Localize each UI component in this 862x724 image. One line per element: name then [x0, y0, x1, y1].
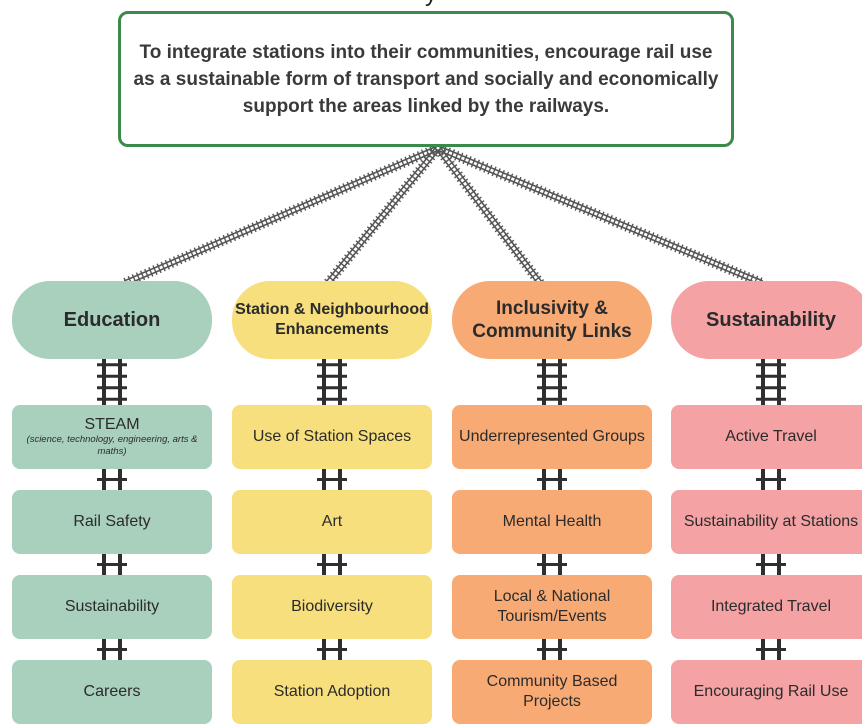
track-segment-0-0 [97, 359, 127, 405]
inclusivity-item-tourism-events: Local & National Tourism/Events [452, 575, 652, 639]
mission-statement-text: To integrate stations into their communi… [133, 41, 719, 117]
track-segment-0-3 [97, 639, 127, 660]
education-item-sustainability: Sustainability [12, 575, 212, 639]
station-item-adoption: Station Adoption [232, 660, 432, 724]
track-segment-0-2 [97, 554, 127, 575]
track-segment-2-2 [537, 554, 567, 575]
mission-statement-box: To integrate stations into their communi… [118, 11, 734, 147]
pillar-inclusivity-header: Inclusivity & Community Links [452, 281, 652, 359]
inclusivity-item-underrepresented-groups: Underrepresented Groups [452, 405, 652, 469]
sustainability-item-encouraging-rail-use: Encouraging Rail Use [671, 660, 862, 724]
education-item-careers: Careers [12, 660, 212, 724]
track-to-sustainability [436, 143, 764, 288]
track-segment-3-2 [756, 554, 786, 575]
pillar-sustainability-header: Sustainability [671, 281, 862, 359]
sustainability-item-at-stations: Sustainability at Stations [671, 490, 862, 554]
station-item-biodiversity: Biodiversity [232, 575, 432, 639]
education-item-steam: STEAM (science, technology, engineering,… [12, 405, 212, 469]
track-segment-3-3 [756, 639, 786, 660]
cropped-heading-fragment: y [0, 0, 862, 6]
steam-label: STEAM [84, 416, 140, 433]
pillar-education-header: Education [12, 281, 212, 359]
education-item-rail-safety: Rail Safety [12, 490, 212, 554]
sustainability-item-integrated-travel: Integrated Travel [671, 575, 862, 639]
track-segment-1-3 [317, 639, 347, 660]
track-segment-1-0 [317, 359, 347, 405]
station-item-art: Art [232, 490, 432, 554]
track-segment-2-0 [537, 359, 567, 405]
track-to-inclusivity [434, 146, 545, 287]
steam-sublabel: (science, technology, engineering, arts … [26, 434, 198, 457]
pillar-station-header: Station & Neighbourhood Enhancements [232, 281, 432, 359]
inclusivity-item-community-projects: Community Based Projects [452, 660, 652, 724]
track-segment-3-1 [756, 469, 786, 490]
track-segment-2-3 [537, 639, 567, 660]
track-to-station [324, 146, 441, 287]
station-item-use-of-spaces: Use of Station Spaces [232, 405, 432, 469]
sustainability-item-active-travel: Active Travel [671, 405, 862, 469]
inclusivity-item-mental-health: Mental Health [452, 490, 652, 554]
track-segment-0-1 [97, 469, 127, 490]
track-segment-2-1 [537, 469, 567, 490]
track-segment-1-2 [317, 554, 347, 575]
track-segment-1-1 [317, 469, 347, 490]
track-segment-3-0 [756, 359, 786, 405]
track-to-education [123, 144, 440, 288]
